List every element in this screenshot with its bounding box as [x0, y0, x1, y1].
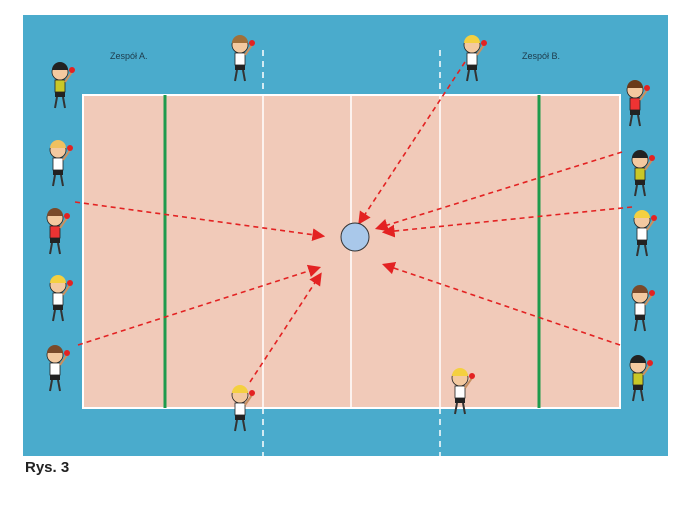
- player-figure: [629, 355, 653, 402]
- player-figure: [626, 80, 650, 127]
- player-figure: [46, 208, 70, 255]
- player-figure: [49, 140, 73, 187]
- team-b-label: Zespół B.: [522, 51, 561, 61]
- player-figure: [46, 345, 70, 392]
- arrow: [77, 264, 322, 346]
- player-figure: [49, 275, 73, 322]
- player-figure: [633, 210, 657, 257]
- figure-caption: Rys. 3: [25, 459, 70, 476]
- arrow: [358, 61, 466, 225]
- player-figure: [463, 35, 487, 82]
- court-lines: [262, 50, 441, 456]
- arrow: [74, 201, 326, 242]
- player-figure: [451, 368, 475, 415]
- player-figure: [51, 62, 75, 109]
- players: [46, 35, 657, 432]
- player-figure: [631, 150, 655, 197]
- player-figure: [631, 285, 655, 332]
- pass-arrows: [74, 61, 633, 383]
- arrow: [249, 272, 322, 383]
- ball: [340, 222, 370, 252]
- team-a-label: Zespół A.: [110, 51, 148, 61]
- arrow: [374, 151, 623, 232]
- player-figure: [231, 35, 255, 82]
- player-figure: [231, 385, 255, 432]
